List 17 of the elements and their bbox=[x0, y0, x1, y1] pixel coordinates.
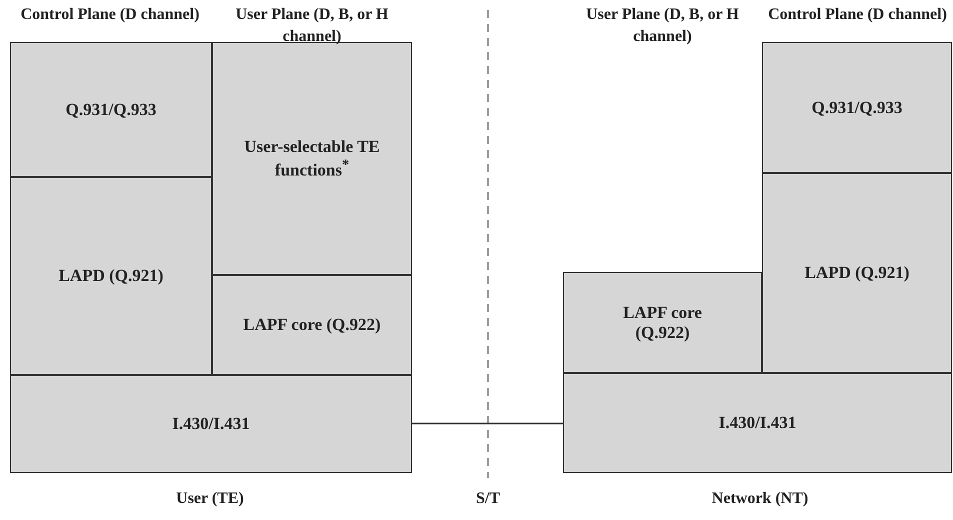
side-label: User (TE) bbox=[175, 489, 245, 509]
side-label: Network (NT) bbox=[710, 489, 810, 509]
layer-name: I.430/I.431 bbox=[172, 414, 250, 434]
layer-name: Q.931/Q.933 bbox=[66, 100, 156, 120]
plane-heading: User Plane (D, B, or H channel) bbox=[585, 5, 740, 47]
layer-name: LAPD (Q.921) bbox=[804, 263, 910, 283]
layer-name: LAPF core (Q.922) bbox=[622, 302, 703, 342]
layer-name: LAPF core (Q.922) bbox=[243, 315, 381, 335]
layer-name: Q.931/Q.933 bbox=[812, 98, 902, 118]
plane-heading: User Plane (D, B, or H channel) bbox=[234, 5, 390, 47]
plane-heading: Control Plane (D channel) bbox=[767, 5, 948, 25]
link-line bbox=[412, 422, 563, 424]
plane-heading: Control Plane (D channel) bbox=[20, 5, 200, 25]
layer-name: LAPD (Q.921) bbox=[58, 266, 164, 286]
interface-label: S/T bbox=[474, 489, 501, 509]
layer-name: I.430/I.431 bbox=[718, 413, 796, 433]
layer-name: User-selectable TE functions$^{*}$ bbox=[243, 136, 381, 180]
